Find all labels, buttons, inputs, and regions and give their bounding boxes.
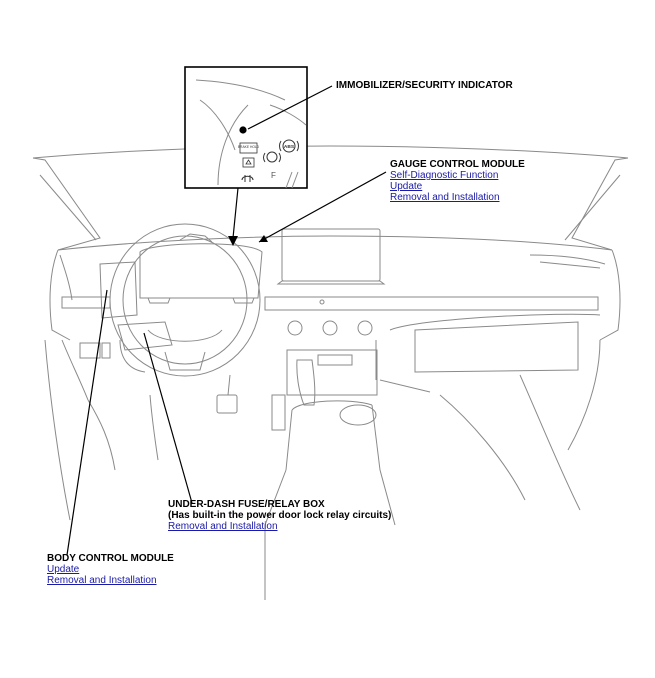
- right-a-pillar: [571, 157, 629, 251]
- gauge-cluster-housing: [139, 243, 263, 299]
- leader-immobilizer: [247, 85, 333, 130]
- dash-top: [57, 235, 613, 251]
- immobilizer-title: IMMOBILIZER/SECURITY INDICATOR: [336, 80, 513, 91]
- leader-gauge-control: [258, 171, 387, 243]
- engine-icon: [241, 175, 254, 182]
- leader-inset-to-cluster: [232, 187, 239, 239]
- under-dash-box: [117, 321, 173, 351]
- body-control-removal-installation-link[interactable]: Removal and Installation: [47, 575, 157, 586]
- brake-hold-icon: [239, 142, 258, 154]
- body-control-module-title: BODY CONTROL MODULE: [47, 553, 174, 564]
- left-a-pillar: [32, 157, 101, 251]
- tire-pressure-icon: [242, 157, 255, 168]
- steering-wheel: [109, 223, 261, 377]
- body-control-update-link[interactable]: Update: [47, 564, 80, 575]
- windshield-outline: [32, 145, 629, 159]
- center-display: [281, 228, 381, 282]
- arrow-inset-to-cluster: [228, 236, 238, 246]
- under-dash-fuse-relay-box-title: UNDER-DASH FUSE/RELAY BOX: [168, 499, 325, 510]
- arrow-gauge-control: [259, 235, 268, 242]
- brake-warning-icon: [263, 151, 281, 163]
- under-dash-fuse-relay-box-callout: UNDER-DASH FUSE/RELAY BOX (Has built-in …: [168, 499, 391, 532]
- leader-body-control: [66, 289, 108, 556]
- body-control-module-callout: BODY CONTROL MODULE Update Removal and I…: [47, 553, 174, 586]
- indicator-inset: [184, 66, 308, 189]
- gauge-control-module-title: GAUGE CONTROL MODULE: [390, 159, 525, 170]
- glovebox: [414, 321, 579, 373]
- under-dash-fuse-relay-box-note: (Has built-in the power door lock relay …: [168, 510, 392, 521]
- gauge-self-diagnostic-link[interactable]: Self-Diagnostic Function: [390, 170, 499, 181]
- security-indicator-dot: [239, 126, 247, 134]
- fuel-label: F: [271, 171, 276, 180]
- abs-icon: [279, 139, 299, 153]
- gauge-removal-installation-link[interactable]: Removal and Installation: [390, 192, 500, 203]
- under-dash-removal-installation-link[interactable]: Removal and Installation: [168, 521, 278, 532]
- immobilizer-callout: IMMOBILIZER/SECURITY INDICATOR: [336, 80, 513, 91]
- brake-hold-label: BRAKE HOLD: [238, 145, 260, 149]
- abs-label: ABS: [284, 144, 295, 150]
- center-console: [286, 349, 378, 396]
- gauge-control-module-callout: GAUGE CONTROL MODULE Self-Diagnostic Fun…: [390, 159, 525, 203]
- gauge-update-link[interactable]: Update: [390, 181, 423, 192]
- leader-under-dash: [143, 332, 193, 504]
- left-panel: [99, 261, 138, 319]
- brake-pedal: [216, 394, 238, 414]
- vent-strip: [264, 296, 599, 311]
